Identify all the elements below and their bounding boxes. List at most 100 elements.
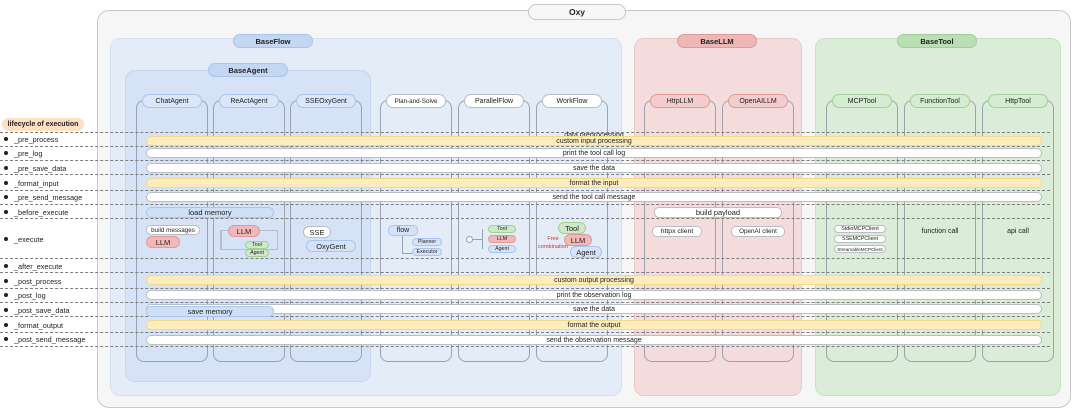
send-observation-message-bar: send the observation message	[146, 335, 1042, 345]
divider-line	[0, 302, 1050, 303]
plan-connector	[402, 236, 412, 254]
executor-pill: Executor	[412, 248, 442, 256]
hook-pre-log: _pre_log	[4, 149, 42, 159]
bullet-icon	[4, 337, 8, 342]
baseagent-label: BaseAgent	[208, 63, 288, 77]
planner-pill: Planner	[412, 238, 442, 246]
hook-before-execute: _before_execute	[4, 208, 68, 218]
divider-line	[0, 258, 1050, 259]
sse-pill: SSE	[303, 226, 331, 238]
divider-line	[0, 174, 1050, 175]
streamable-mcp-client-pill: StreamableMCPClient	[834, 245, 886, 253]
hook-pre-send-message: _pre_send_message	[4, 193, 82, 203]
hook-pre-save-data: _pre_save_data	[4, 164, 66, 174]
hook-post-log: _post_log	[4, 291, 46, 301]
format-output-bar: format the output	[146, 320, 1042, 330]
workflow-llm-pill: LLM	[564, 234, 592, 246]
load-memory-bar: load memory	[146, 207, 274, 218]
format-input-bar: format the input	[146, 178, 1042, 188]
print-tool-call-log-bar: print the tool call log	[146, 148, 1042, 158]
build-messages-pill: build messages	[146, 225, 200, 235]
divider-line	[0, 218, 1050, 219]
bullet-icon	[4, 137, 8, 142]
react-tool-pill: Tool	[245, 241, 269, 249]
print-observation-log-bar: print the observation log	[146, 290, 1042, 300]
workflow-agent-pill: Agent	[570, 246, 602, 258]
parallel-agent-pill: Agent	[488, 245, 516, 253]
flow-pill: flow	[388, 225, 418, 236]
divider-line	[0, 204, 1050, 205]
function-call-label: function call	[921, 228, 959, 235]
workflow-combination-label: combination	[538, 244, 568, 250]
divider-line	[0, 160, 1050, 161]
send-tool-call-message-bar: send the tool call message	[146, 192, 1042, 202]
parallel-origin-icon	[466, 236, 473, 243]
bullet-icon	[4, 237, 8, 242]
bullet-icon	[4, 210, 8, 215]
stdio-mcp-client-pill: StdioMCPClient	[834, 225, 886, 233]
basetool-label: BaseTool	[897, 34, 977, 48]
chatagent-title: ChatAgent	[142, 94, 202, 108]
functiontool-title: FunctionTool	[910, 94, 970, 108]
divider-line	[0, 272, 1050, 273]
save-memory-bar: save memory	[146, 306, 274, 317]
reactagent-title: ReActAgent	[219, 94, 279, 108]
parallel-connector	[473, 239, 482, 240]
mcptool-title: MCPTool	[832, 94, 892, 108]
parallelflow-title: ParallelFlow	[464, 94, 524, 108]
parallel-connector	[482, 229, 488, 249]
react-agent-pill: Agent	[245, 249, 269, 257]
react-llm-pill: LLM	[228, 225, 260, 237]
oxy-title: Oxy	[528, 4, 626, 20]
bullet-icon	[4, 264, 8, 269]
bullet-icon	[4, 323, 8, 328]
custom-output-processing-bar: custom output processing	[146, 275, 1042, 285]
openaillm-title: OpenAILLM	[728, 94, 788, 108]
save-data-post-bar: save the data	[146, 304, 1042, 314]
data-preprocessing-label: data preprocessing	[146, 131, 1042, 141]
divider-line	[0, 288, 1050, 289]
parallel-llm-pill: LLM	[488, 235, 516, 243]
basellm-label: BaseLLM	[677, 34, 757, 48]
workflow-title: WorkFlow	[542, 94, 602, 108]
divider-line	[0, 332, 1050, 333]
hook-execute: _execute	[4, 235, 44, 245]
hook-post-send-message: _post_send_message	[4, 335, 85, 345]
hook-pre-process: _pre_process	[4, 135, 58, 145]
oxygent-pill: OxyGent	[306, 240, 356, 252]
openai-client-pill: OpenAI client	[731, 226, 785, 237]
hook-post-save-data: _post_save_data	[4, 306, 70, 316]
workflow-tool-pill: Tool	[558, 222, 586, 234]
bullet-icon	[4, 166, 8, 171]
hook-after-execute: _after_execute	[4, 262, 62, 272]
sseoxygent-title: SSEOxyGent	[296, 94, 356, 108]
bullet-icon	[4, 151, 8, 156]
bullet-icon	[4, 195, 8, 200]
parallel-tool-pill: Tool	[488, 225, 516, 233]
bullet-icon	[4, 308, 8, 313]
divider-line	[0, 132, 1050, 133]
baseflow-label: BaseFlow	[233, 34, 313, 48]
hook-post-process: _post_process	[4, 277, 61, 287]
api-call-label: api call	[1007, 228, 1029, 235]
bullet-icon	[4, 293, 8, 298]
divider-line	[0, 146, 1050, 147]
httpx-client-pill: httpx client	[652, 226, 702, 237]
build-payload-bar: build payload	[654, 207, 782, 218]
workflow-free-label: Free	[547, 236, 559, 242]
divider-line	[0, 190, 1050, 191]
custom-input-processing-bar: custom input processing	[146, 136, 1042, 146]
plan-and-solve-title: Plan-and-Solve	[386, 94, 446, 108]
divider-line	[0, 316, 1050, 317]
chat-llm-pill: LLM	[146, 236, 180, 248]
bullet-icon	[4, 279, 8, 284]
divider-line	[0, 346, 1050, 347]
hook-format-output: _format_output	[4, 321, 63, 331]
lifecycle-heading: lifecycle of execution	[2, 118, 84, 131]
hook-format-input: _format_input	[4, 179, 59, 189]
save-data-pre-bar: save the data	[146, 163, 1042, 173]
bullet-icon	[4, 181, 8, 186]
sse-mcp-client-pill: SSEMCPClient	[834, 235, 886, 243]
httptool-title: HttpTool	[988, 94, 1048, 108]
httpllm-title: HttpLLM	[650, 94, 710, 108]
